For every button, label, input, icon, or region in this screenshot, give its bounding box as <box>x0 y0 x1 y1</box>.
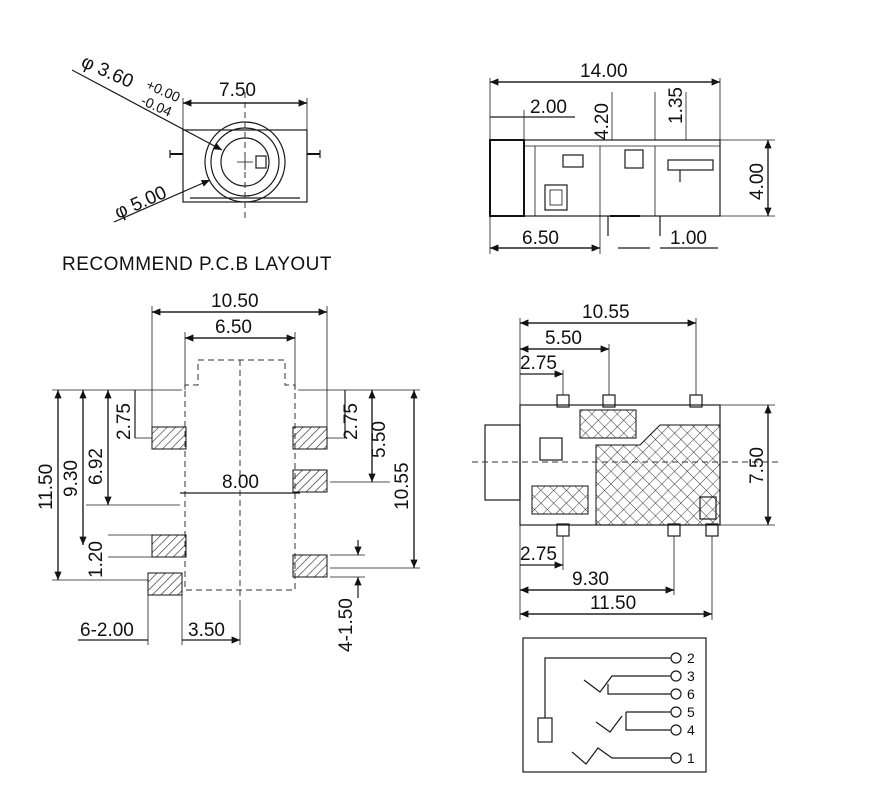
outer-width-label: 10.50 <box>211 291 259 312</box>
pin-schematic: 2 3 6 5 4 1 <box>522 637 707 773</box>
side-height-label: 4.00 <box>747 163 768 200</box>
front-offset-label: 2.00 <box>530 97 567 118</box>
pad-gap-label: 1.20 <box>86 541 107 578</box>
h1055-label: 10.55 <box>392 462 413 510</box>
side-view: 14.00 2.00 4.20 1.35 4.00 6.50 1.00 <box>489 61 775 254</box>
pitch550-label: 5.50 <box>369 421 390 458</box>
front-view: 7.50 φ 3.60 +0.00 -0.04 φ 5.00 <box>71 51 321 224</box>
pin-contact <box>670 688 682 700</box>
footprint-outline <box>184 359 296 591</box>
tab-width-label: 4.20 <box>592 103 613 140</box>
side-length-label: 14.00 <box>580 61 628 82</box>
pad-offset-left-label: 2.75 <box>114 403 135 440</box>
center-span-label: 8.00 <box>222 472 259 493</box>
bottom-height-label: 7.50 <box>747 447 768 484</box>
bottom-view: 10.55 5.50 2.75 7.50 2.75 9.30 11.50 <box>472 302 782 620</box>
pcb-pad <box>292 554 328 578</box>
top-span-label: 10.55 <box>582 302 630 323</box>
pcb-pad <box>147 572 183 596</box>
pin-label: 1 <box>687 750 695 766</box>
mid-span-label: 5.50 <box>545 328 582 349</box>
pin-contact <box>670 724 682 736</box>
h692-label: 6.92 <box>86 448 107 485</box>
bottom-hatched-area <box>595 424 721 526</box>
pin-label: 5 <box>687 704 695 720</box>
pcb-pad <box>151 534 187 558</box>
slot-width-label: 1.35 <box>666 87 687 124</box>
span930-label: 9.30 <box>572 569 609 590</box>
pcb-pad <box>151 426 187 450</box>
pad-offset-right-label: 2.75 <box>341 403 362 440</box>
pin-label: 4 <box>687 722 695 738</box>
pin-contact <box>670 706 682 718</box>
pin-contact <box>670 652 682 664</box>
pin-label: 3 <box>687 668 695 684</box>
inner-diameter-label: φ 3.60 <box>78 51 136 92</box>
sleeve-contact <box>537 717 553 743</box>
span1150-label: 11.50 <box>590 593 636 614</box>
h930-label: 9.30 <box>61 460 82 497</box>
pin-label: 2 <box>687 650 695 666</box>
pcb-layout: 10.50 6.50 11.50 9.30 6.92 2.75 2.75 <box>36 291 420 652</box>
pcb-pad <box>292 426 328 450</box>
pad-width-note-label: 4-1.50 <box>336 598 357 652</box>
front-width-label: 7.50 <box>219 80 256 101</box>
pin-width-label: 1.00 <box>670 228 707 249</box>
total-height-label: 11.50 <box>36 464 57 510</box>
schematic-frame <box>522 637 707 773</box>
bottom-pitch-label: 2.75 <box>520 544 557 565</box>
outer-diameter-label: φ 5.00 <box>111 182 169 223</box>
pcb-layout-caption: RECOMMEND P.C.B LAYOUT <box>62 254 332 275</box>
pin-offset-label: 6.50 <box>522 228 559 249</box>
pin-label: 6 <box>687 686 695 702</box>
pin-contact <box>670 670 682 682</box>
pcb-pad <box>292 469 328 493</box>
top-pitch-label: 2.75 <box>520 353 557 374</box>
pad-offset-bottom-label: 3.50 <box>188 620 225 641</box>
pad-size-label: 6-2.00 <box>80 620 134 641</box>
pin-contact <box>670 752 682 764</box>
inner-width-label: 6.50 <box>215 317 252 338</box>
